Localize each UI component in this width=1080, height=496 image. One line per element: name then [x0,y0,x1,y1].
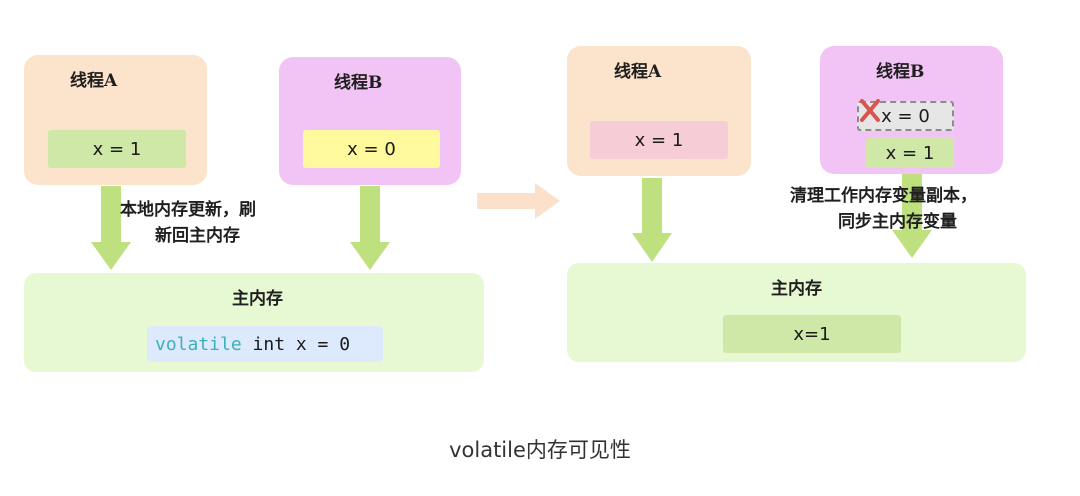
right-note-line2: 同步主内存变量 [838,212,957,232]
transition-arrow-icon [477,183,560,219]
right-thread-b-new-value: x = 1 [866,138,954,168]
right-note-line1: 清理工作内存变量副本， [790,186,977,206]
arrow-left-thread-b-to-memory [350,186,390,270]
arrow-left-thread-a-to-memory [91,186,131,270]
arrow-right-memory-to-thread-b [892,170,932,258]
left-thread-b-value: x = 0 [303,130,440,168]
left-main-memory-code: volatile int x = 0 [147,326,383,362]
right-thread-b-title: 线程B [876,62,925,82]
left-note-line1: 本地内存更新，刷 [120,200,256,220]
arrow-right-thread-a-to-memory [632,178,672,262]
left-main-memory-title: 主内存 [232,289,283,309]
right-main-memory-value: x=1 [723,315,901,353]
code-keyword-volatile: volatile [155,333,242,355]
left-thread-b-title: 线程B [334,73,383,93]
left-thread-a-title: 线程A [70,71,118,91]
code-declaration: int x = 0 [241,333,351,355]
right-thread-a-title: 线程A [614,62,662,82]
right-main-memory-title: 主内存 [771,279,822,299]
right-thread-a-value: x = 1 [590,121,728,159]
diagram-caption: volatile内存可见性 [449,438,631,462]
left-note-line2: 新回主内存 [155,226,240,246]
left-thread-a-value: x = 1 [48,130,186,168]
